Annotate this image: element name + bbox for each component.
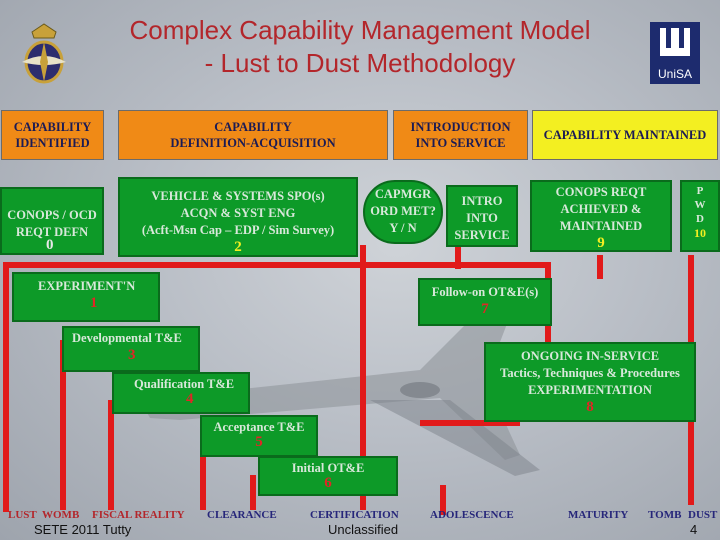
- stage-number: 1: [90, 295, 98, 311]
- stage-number: 10: [694, 226, 706, 240]
- stage-number: 4: [186, 391, 194, 407]
- stage-certification: CERTIFICATION: [310, 509, 399, 521]
- box-conops-reqt-achieved: CONOPS REQT ACHIEVED & MAINTAINED 9: [530, 180, 672, 252]
- stage-number: 7: [481, 301, 489, 317]
- footer-classification: Unclassified: [328, 522, 399, 537]
- page-title: Complex Capability Management Model - Lu…: [129, 15, 591, 78]
- flow-line: [360, 245, 366, 510]
- stage-number: 5: [255, 434, 263, 450]
- stage-number: 9: [597, 235, 605, 251]
- box-initial-ote: Initial OT&E 6: [258, 456, 398, 496]
- box-follow-on-ote: Follow-on OT&E(s) 7: [418, 278, 552, 326]
- box-qualification-te: Qualification T&E 4: [112, 372, 250, 414]
- air-force-crest-logo: [22, 23, 66, 84]
- box-developmental-te: Developmental T&E 3: [62, 326, 200, 372]
- flow-line: [420, 420, 520, 426]
- stage-lust: LUST: [8, 509, 37, 521]
- flow-line: [597, 255, 603, 279]
- flow-line: [3, 262, 9, 512]
- stage-dust: DUST: [688, 509, 718, 521]
- stage-number: 2: [234, 239, 242, 255]
- flow-line: [3, 262, 415, 268]
- box-intro-into-service: INTRO INTO SERVICE: [446, 185, 518, 247]
- header-capability-identified: CAPABILITY IDENTIFIED: [1, 110, 104, 160]
- stage-maturity: MATURITY: [568, 509, 629, 521]
- footer-presenter: SETE 2011 Tutty: [34, 522, 132, 537]
- box-acceptance-te: Acceptance T&E 5: [200, 415, 318, 457]
- stage-number: 6: [324, 475, 332, 491]
- stage-number: 8: [586, 399, 594, 415]
- unisa-logo-text: UniSA: [657, 67, 692, 81]
- box-ongoing-in-service: ONGOING IN-SERVICE Tactics, Techniques &…: [484, 342, 696, 422]
- stage-womb: WOMB: [42, 509, 80, 521]
- stage-number: 0: [46, 237, 54, 253]
- unisa-emblem-icon: [660, 28, 690, 56]
- flow-line: [108, 400, 114, 510]
- flow-line: [60, 340, 66, 510]
- flow-line: [415, 262, 545, 268]
- box-vehicle-systems: VEHICLE & SYSTEMS SPO(s) ACQN & SYST ENG…: [118, 177, 358, 257]
- stage-adolescence: ADOLESCENCE: [430, 509, 514, 521]
- box-conops-ocd: CONOPS / OCD REQT DEFN 0: [0, 187, 104, 255]
- header-capability-maintained: CAPABILITY MAINTAINED: [532, 110, 718, 160]
- box-capmgr-decision: CAPMGR ORD MET? Y / N: [363, 180, 443, 244]
- flow-line: [440, 485, 446, 515]
- flow-line: [250, 475, 256, 510]
- box-pwd: P W D 10: [680, 180, 720, 252]
- flow-line: [200, 440, 206, 510]
- flow-line: [455, 245, 461, 269]
- box-experimentation: EXPERIMENT'N 1: [12, 272, 160, 322]
- aircraft-illustration: [140, 290, 660, 476]
- stage-clearance: CLEARANCE: [207, 509, 277, 521]
- unisa-logo: UniSA: [650, 22, 700, 84]
- footer-page-number: 4: [690, 522, 698, 537]
- stage-fiscal-reality: FISCAL REALITY: [92, 509, 185, 521]
- stage-number: 3: [128, 347, 136, 363]
- stage-tomb: TOMB: [648, 509, 682, 521]
